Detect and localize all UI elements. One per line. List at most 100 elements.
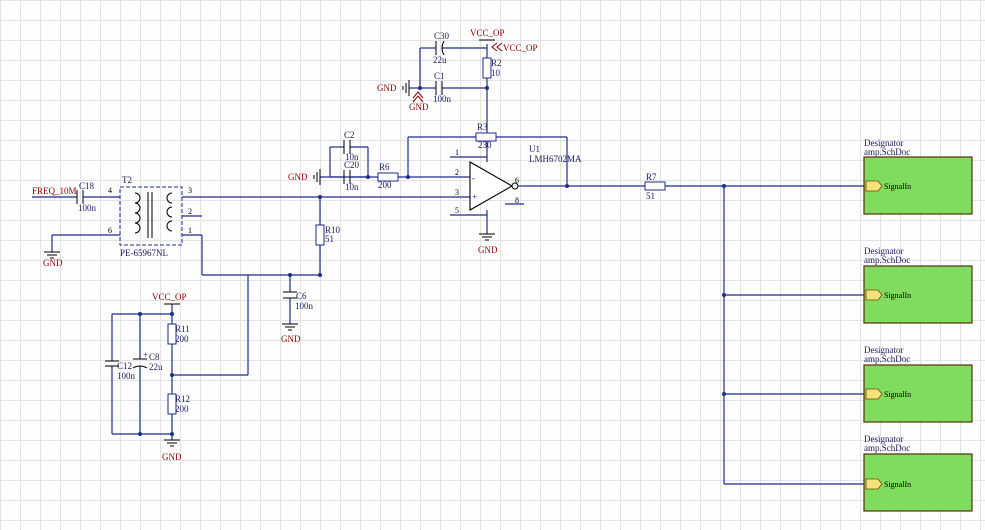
sheet-port-label: SignalIn [884, 480, 911, 489]
vcc-symbol-top: VCC_OP VCC_OP [470, 28, 538, 53]
junction-dot [138, 432, 142, 436]
sheet-port-label: SignalIn [884, 390, 911, 399]
sheet-symbol-2[interactable]: Designator amp.SchDoc SignalIn [863, 246, 973, 324]
sheet-designator: Designator [864, 345, 904, 355]
resistor-r7: R7 51 [644, 172, 666, 201]
junction-dot [722, 293, 726, 297]
u1-pin-1: 1 [455, 148, 459, 157]
resistor-r11: R11 200 [167, 323, 190, 345]
r11-value: 200 [175, 334, 189, 344]
vcc-label: VCC_OP [152, 292, 187, 302]
gnd-symbol-opamp: GND [478, 233, 498, 255]
t2-pin-4: 4 [108, 186, 112, 195]
t2-pin-2: 2 [188, 207, 192, 216]
capacitor-c6: C6 100n [283, 291, 314, 311]
r2-value: 10 [491, 68, 501, 78]
opamp-u1: - + 1 2 3 5 6 8 U1 LMH6702MA [450, 144, 582, 216]
capacitor-c18: C18 100n [76, 181, 97, 213]
u1-pin-2: 2 [455, 168, 459, 177]
gnd-symbol-bias: GND [162, 439, 182, 462]
c8-polarity: + [143, 350, 148, 360]
sheet-designator: Designator [864, 434, 904, 444]
capacitor-c1: C1 100n [433, 71, 452, 104]
r10-ref: R10 [325, 225, 341, 235]
sheet-port-label: SignalIn [884, 291, 911, 300]
gnd-label-port: GND [409, 102, 429, 112]
r7-value: 51 [646, 191, 655, 201]
sheet-symbol-3[interactable]: Designator amp.SchDoc SignalIn [863, 345, 973, 423]
junction-dot [170, 312, 174, 316]
vcc-symbol-bias: VCC_OP [152, 292, 187, 305]
c12-value: 100n [117, 371, 136, 381]
gnd-symbol-power: GND GND [377, 80, 429, 112]
c30-value: 22u [433, 55, 447, 65]
junctions [138, 86, 726, 436]
c8-ref: C8 [149, 352, 160, 362]
u1-pin-6: 6 [515, 176, 519, 185]
resistor-r10: R10 51 [315, 224, 341, 246]
junction-dot [722, 184, 726, 188]
t2-part: PE-65967NL [120, 248, 168, 258]
junction-dot [170, 373, 174, 377]
u1-inv-sign: - [472, 173, 475, 183]
sheet-port-label: SignalIn [884, 182, 911, 191]
u1-pin-3: 3 [455, 188, 459, 197]
sheet-symbol-1[interactable]: Designator amp.SchDoc SignalIn [863, 138, 973, 215]
capacitor-c20: C20 10n [330, 160, 368, 192]
c2-ref: C2 [344, 130, 355, 140]
gnd-symbol-inv: GND [288, 169, 321, 185]
t2-pin-1: 1 [188, 226, 192, 235]
c8-value: 22u [149, 362, 163, 372]
c1-value: 100n [433, 94, 452, 104]
c6-ref: C6 [296, 291, 307, 301]
sheet-port-entry [865, 388, 883, 400]
c6-value: 100n [295, 301, 314, 311]
u1-pin-8: 8 [515, 196, 519, 205]
c1-ref: C1 [434, 71, 445, 81]
u1-part: LMH6702MA [529, 154, 582, 164]
r12-value: 200 [175, 404, 189, 414]
gnd-label: GND [288, 172, 308, 182]
resistor-r2: R2 10 [482, 57, 502, 79]
t2-ref: T2 [122, 175, 132, 185]
c30-ref: C30 [434, 31, 450, 41]
u1-pin-5: 5 [455, 206, 459, 215]
sheet-file: amp.SchDoc [864, 255, 910, 265]
capacitor-c2: C2 10n [343, 130, 359, 162]
sheet-designator: Designator [864, 246, 904, 256]
c2-value: 10n [345, 152, 359, 162]
sheet-file: amp.SchDoc [864, 147, 910, 157]
sheet-file: amp.SchDoc [864, 443, 910, 453]
r7-ref: R7 [646, 172, 657, 182]
c18-ref: C18 [79, 181, 95, 191]
junction-dot [485, 86, 489, 90]
u1-noninv-sign: + [472, 192, 477, 202]
c20-value: 10n [345, 182, 359, 192]
junction-dot [318, 273, 322, 277]
capacitor-c8: + C8 22u [132, 350, 163, 372]
junction-dot [565, 184, 569, 188]
transformer-t2: T2 PE-65967NL 4 6 3 2 1 [108, 175, 202, 258]
resistor-r6: R6 200 [377, 162, 399, 190]
r2-ref: R2 [491, 58, 502, 68]
u1-ref: U1 [529, 144, 540, 154]
sheet-symbol-4[interactable]: Designator amp.SchDoc SignalIn [863, 434, 973, 512]
junction-dot [722, 392, 726, 396]
junction-dot [138, 312, 142, 316]
c18-value: 100n [78, 203, 97, 213]
junction-dot [288, 273, 292, 277]
gnd-label: GND [478, 245, 498, 255]
t2-pin-6: 6 [108, 226, 112, 235]
sheet-file: amp.SchDoc [864, 354, 910, 364]
r6-ref: R6 [379, 162, 390, 172]
gnd-symbol-t2: GND [43, 251, 63, 268]
r12-ref: R12 [175, 394, 190, 404]
capacitor-c12: C12 100n [105, 360, 136, 381]
wires [32, 44, 864, 485]
r11-ref: R11 [175, 324, 190, 334]
sheet-port-entry [865, 180, 883, 192]
gnd-label: GND [162, 452, 182, 462]
sheet-designator: Designator [864, 138, 904, 148]
gnd-label: GND [43, 258, 63, 268]
